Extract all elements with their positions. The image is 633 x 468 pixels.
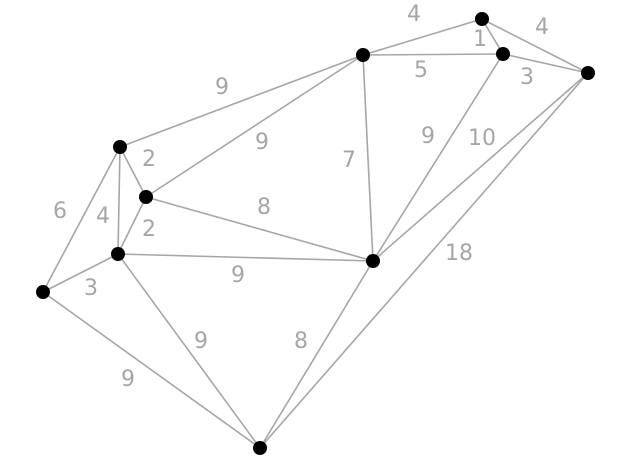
edge-n2-n9 bbox=[362, 54, 374, 262]
node-n7 bbox=[111, 247, 125, 261]
edge-weight-n1-n4: 4 bbox=[535, 15, 549, 40]
edge-weight-n5-n6: 2 bbox=[142, 147, 156, 172]
edge-n3-n9 bbox=[372, 53, 504, 262]
edge-weight-n6-n7: 2 bbox=[142, 217, 156, 242]
edge-weight-n7-n10: 9 bbox=[194, 329, 208, 354]
edge-n6-n9 bbox=[145, 196, 374, 262]
edge-weight-n8-n10: 9 bbox=[121, 367, 135, 392]
node-n2 bbox=[356, 48, 370, 62]
node-n3 bbox=[496, 47, 510, 61]
edge-n7-n9 bbox=[117, 253, 374, 262]
node-n4 bbox=[581, 66, 595, 80]
edge-n1-n2 bbox=[362, 18, 483, 56]
edge-weight-n7-n9: 9 bbox=[231, 263, 245, 288]
edge-weight-n1-n3: 1 bbox=[473, 27, 487, 52]
edge-n2-n3 bbox=[362, 53, 504, 56]
edge-n2-n5 bbox=[119, 54, 364, 148]
edge-weight-n2-n6: 9 bbox=[255, 130, 269, 155]
edge-weight-n2-n5: 9 bbox=[215, 75, 229, 100]
edge-weight-n2-n3: 5 bbox=[414, 58, 428, 83]
node-n5 bbox=[113, 140, 127, 154]
node-n8 bbox=[36, 285, 50, 299]
edge-n3-n4 bbox=[502, 53, 589, 74]
edge-n4-n10 bbox=[259, 72, 589, 449]
edge-n1-n4 bbox=[481, 18, 589, 74]
node-n10 bbox=[253, 441, 267, 455]
node-n9 bbox=[366, 254, 380, 268]
node-n6 bbox=[139, 190, 153, 204]
edge-weight-n6-n9: 8 bbox=[257, 195, 271, 220]
edge-weight-n9-n10: 8 bbox=[294, 329, 308, 354]
edge-weight-n2-n9: 7 bbox=[342, 148, 356, 173]
edge-weight-n5-n7: 4 bbox=[96, 204, 110, 229]
edge-n4-n9 bbox=[372, 72, 589, 262]
edge-n2-n6 bbox=[145, 54, 364, 198]
edge-n7-n10 bbox=[117, 253, 261, 449]
edge-weight-n1-n2: 4 bbox=[407, 2, 421, 27]
edges-layer bbox=[42, 18, 589, 449]
nodes-layer bbox=[36, 12, 595, 455]
edge-n6-n7 bbox=[117, 196, 147, 255]
edge-n5-n8 bbox=[42, 146, 121, 293]
edge-weights-layer: 4 1 4 5 3 9 9 7 9 10 18 2 4 6 2 8 3 9 9 9 8 bbox=[53, 2, 549, 392]
edge-n7-n8 bbox=[42, 253, 119, 293]
node-n1 bbox=[475, 12, 489, 26]
edge-weight-n7-n8: 3 bbox=[84, 276, 98, 301]
edge-n8-n10 bbox=[42, 291, 261, 449]
edge-n9-n10 bbox=[259, 260, 374, 449]
edge-weight-n4-n10: 18 bbox=[445, 241, 473, 266]
edge-n5-n6 bbox=[119, 146, 147, 198]
edge-weight-n4-n9: 10 bbox=[468, 126, 496, 151]
edge-weight-n3-n9: 9 bbox=[421, 124, 435, 149]
edge-n5-n7 bbox=[117, 146, 121, 255]
edge-weight-n5-n8: 6 bbox=[53, 199, 67, 224]
edge-weight-n3-n4: 3 bbox=[520, 65, 534, 90]
